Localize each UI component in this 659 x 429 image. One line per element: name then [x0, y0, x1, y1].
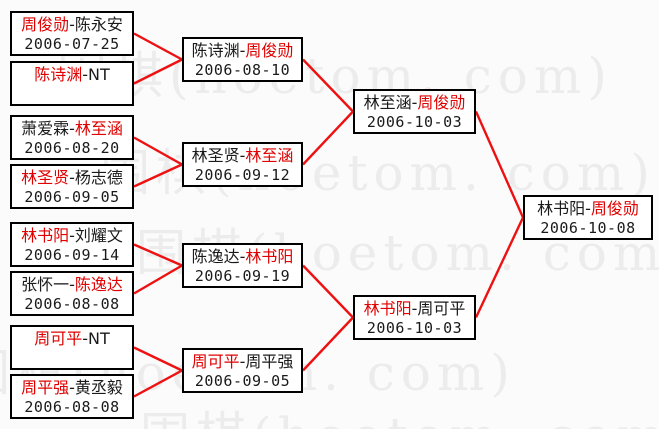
hyphen: - — [239, 146, 246, 165]
match-date: 2006-09-19 — [194, 267, 291, 285]
match-date: 2006-09-05 — [24, 188, 120, 206]
hyphen: - — [411, 93, 418, 112]
match-date: 2006-08-08 — [24, 295, 120, 313]
player-name: 刘耀文 — [74, 226, 123, 245]
match-date: 2006-07-25 — [24, 35, 120, 53]
player-name: 周可平 — [34, 329, 83, 348]
player-name: 林至涵 — [245, 146, 294, 165]
match-players: 萧爱霖-林至涵 — [12, 119, 132, 139]
match-players: 周可平-周平强 — [184, 352, 301, 372]
hyphen: - — [239, 352, 246, 371]
match-box: 陈逸达-林书阳 2006-09-19 — [182, 243, 303, 288]
match-players: 林书阳-周可平 — [355, 299, 474, 319]
match-players: 陈诗渊-NT — [12, 65, 132, 85]
player-name: NT — [88, 329, 110, 348]
match-date: 2006-09-05 — [194, 372, 291, 390]
match-box: 周俊勋-陈永安 2006-07-25 — [10, 11, 134, 56]
match-box: 萧爱霖-林至涵 2006-08-20 — [10, 115, 134, 160]
player-name: 林至涵 — [74, 119, 123, 138]
match-players: 林至涵-周俊勋 — [355, 93, 474, 113]
watermark-text: 围棋(hoetom. com) — [57, 47, 613, 105]
player-name: 林书阳 — [245, 247, 294, 266]
player-name: 周俊勋 — [21, 15, 70, 34]
hyphen: - — [239, 41, 246, 60]
match-box: 林圣贤-林至涵 2006-09-12 — [182, 142, 303, 187]
match-date: 2006-08-08 — [24, 398, 120, 416]
player-name: 陈逸达 — [74, 275, 123, 294]
hyphen: - — [82, 329, 89, 348]
match-players: 周俊勋-陈永安 — [12, 15, 132, 35]
player-name: 林圣贤 — [191, 146, 240, 165]
match-date: 2006-10-03 — [366, 319, 463, 337]
match-date: 2006-09-14 — [24, 246, 120, 264]
player-name: 陈诗渊 — [34, 65, 83, 84]
player-name: 周可平 — [191, 352, 240, 371]
match-players: 林书阳-刘耀文 — [12, 226, 132, 246]
hyphen: - — [239, 247, 246, 266]
hyphen: - — [585, 199, 591, 218]
match-box: 周可平-周平强 2006-09-05 — [182, 348, 303, 393]
player-name: NT — [88, 65, 110, 84]
player-name: 张怀一 — [21, 275, 70, 294]
hyphen: - — [69, 378, 75, 397]
player-name: 林书阳 — [363, 299, 412, 318]
watermark-text: 围棋(hoetom. com) — [140, 396, 659, 429]
match-players: 陈逸达-林书阳 — [184, 247, 301, 267]
match-players: 林书阳-周俊勋 — [525, 199, 651, 219]
match-date: 2006-10-08 — [540, 219, 636, 237]
player-name: 黄丞毅 — [74, 378, 123, 397]
match-box: 陈诗渊-NT — [10, 61, 134, 106]
match-box: 陈诗渊-周俊勋 2006-08-10 — [182, 37, 303, 82]
hyphen: - — [82, 65, 89, 84]
player-name: 林圣贤 — [21, 168, 70, 187]
player-name: 周俊勋 — [590, 199, 639, 218]
match-date: 2006-10-03 — [366, 113, 463, 131]
match-date: 2006-09-12 — [194, 166, 291, 184]
player-name: 陈永安 — [74, 15, 123, 34]
player-name: 周可平 — [417, 299, 466, 318]
player-name: 林至涵 — [363, 93, 412, 112]
match-players: 林圣贤-杨志德 — [12, 168, 132, 188]
hyphen: - — [69, 275, 75, 294]
hyphen: - — [69, 119, 75, 138]
match-box: 张怀一-陈逸达 2006-08-08 — [10, 271, 134, 316]
match-players: 张怀一-陈逸达 — [12, 275, 132, 295]
match-date: 2006-08-20 — [24, 139, 120, 157]
player-name: 杨志德 — [74, 168, 123, 187]
player-name: 周平强 — [245, 352, 294, 371]
hyphen: - — [69, 15, 75, 34]
match-box: 林书阳-周俊勋 2006-10-08 — [523, 195, 653, 240]
player-name: 林书阳 — [537, 199, 586, 218]
match-date: 2006-08-10 — [194, 61, 291, 79]
player-name: 周俊勋 — [245, 41, 294, 60]
match-players: 周可平-NT — [12, 329, 132, 349]
hyphen: - — [69, 226, 75, 245]
match-box: 林书阳-周可平 2006-10-03 — [353, 295, 476, 340]
match-box: 林书阳-刘耀文 2006-09-14 — [10, 222, 134, 267]
player-name: 周俊勋 — [417, 93, 466, 112]
player-name: 陈逸达 — [191, 247, 240, 266]
match-box: 林至涵-周俊勋 2006-10-03 — [353, 89, 476, 134]
player-name: 林书阳 — [21, 226, 70, 245]
player-name: 周平强 — [21, 378, 70, 397]
match-players: 周平强-黄丞毅 — [12, 378, 132, 398]
hyphen: - — [69, 168, 75, 187]
match-box: 周可平-NT — [10, 325, 134, 370]
player-name: 萧爱霖 — [21, 119, 70, 138]
match-players: 林圣贤-林至涵 — [184, 146, 301, 166]
player-name: 陈诗渊 — [191, 41, 240, 60]
match-box: 周平强-黄丞毅 2006-08-08 — [10, 374, 134, 419]
match-players: 陈诗渊-周俊勋 — [184, 41, 301, 61]
hyphen: - — [411, 299, 418, 318]
match-box: 林圣贤-杨志德 2006-09-05 — [10, 164, 134, 209]
